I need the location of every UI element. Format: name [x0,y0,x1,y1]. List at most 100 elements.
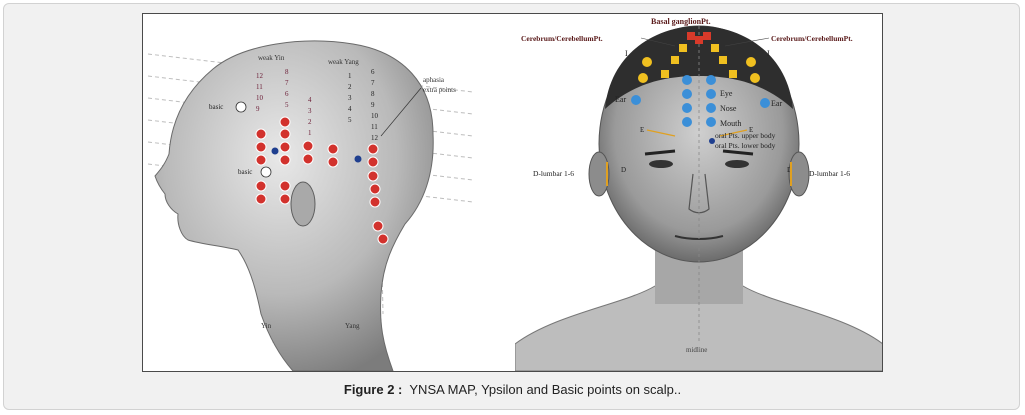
yang-bottom-label: Yang [345,322,360,330]
yin-number: 1 [308,129,312,137]
ear-right-label: Ear [771,99,782,108]
nose-label: Nose [720,104,737,113]
yang-number-column: 1 2 3 4 5 6 7 8 9 10 11 12 [348,68,379,142]
yin-number: 3 [308,107,312,115]
yin-number: 10 [256,94,264,102]
basal-ganglion-label: Basal ganglionPt. [651,17,711,26]
red-acupoint [377,233,389,245]
d-left-label: D [621,166,626,174]
scalp-point [706,103,716,113]
blue-acupoint [354,155,362,163]
red-acupoint [327,156,339,168]
red-acupoint [369,196,381,208]
red-acupoint [255,154,267,166]
scalp-point [638,73,648,83]
ear-left-label: Ear [615,95,626,104]
basic-label-lower: basic [238,168,252,176]
red-acupoint [327,143,339,155]
eye-label: Eye [720,89,733,98]
scalp-point [706,117,716,127]
blue-acupoint [271,147,279,155]
scalp-point [682,75,692,85]
extra-points-label: extra points [423,86,456,94]
red-acupoint [255,193,267,205]
e-left-label: E [640,126,644,134]
basic-label-upper: basic [209,103,223,111]
red-acupoint [279,180,291,192]
oral-lower-label: oral Pts. lower body [715,141,776,150]
figure-frame: weak Yin weak Yang aphasia extra points … [142,13,883,372]
yang-number: 8 [371,90,375,98]
yin-number: 2 [308,118,312,126]
ynsa-side-map: weak Yin weak Yang aphasia extra points … [143,14,501,371]
midline-label: midline [686,346,707,354]
yang-number: 11 [371,123,378,131]
aphasia-label: aphasia [423,76,445,84]
scalp-point [687,32,695,40]
red-acupoint [367,156,379,168]
scalp-point [750,73,760,83]
yin-number: 12 [256,72,264,80]
d-right-label: D [787,166,792,174]
yin-number: 11 [256,83,263,91]
red-acupoint [255,141,267,153]
scalp-point [711,44,719,52]
scalp-point [703,32,711,40]
yin-number: 7 [285,79,289,87]
d-lumbar-left-label: D-lumbar 1-6 [533,169,574,178]
cerebrum-left-label: Cerebrum/CerebellumPt. [521,34,603,43]
red-acupoint [302,140,314,152]
yang-number: 9 [371,101,375,109]
cerebrum-right-label: Cerebrum/CerebellumPt. [771,34,853,43]
scalp-point [682,89,692,99]
scalp-point [729,70,737,78]
figure-caption: Figure 2 : YNSA MAP, Ypsilon and Basic p… [0,382,1025,397]
yang-number: 12 [371,134,379,142]
i-right-label: I [767,49,770,58]
scalp-point [679,44,687,52]
yin-number: 5 [285,101,289,109]
scalp-point [719,56,727,64]
ear-point-right [760,98,770,108]
scalp-point [706,75,716,85]
yang-number: 4 [348,105,352,113]
figure-caption-text: YNSA MAP, Ypsilon and Basic points on sc… [409,382,682,397]
weak-yang-label: weak Yang [328,58,359,66]
yang-number: 6 [371,68,375,76]
scalp-point-cluster [638,32,760,127]
red-acupoint [279,154,291,166]
yang-number: 5 [348,116,352,124]
scalp-point [746,57,756,67]
mouth-label: Mouth [720,119,741,128]
ynsa-front-map: midline Basal ganglionPt. Cerebrum/Cereb… [515,14,882,371]
figure-caption-label: Figure 2 : [343,382,403,397]
yin-bottom-label: Yin [261,322,272,330]
yang-number: 3 [348,94,352,102]
red-acupoint [279,141,291,153]
red-acupoint [367,170,379,182]
yin-number: 9 [256,105,260,113]
scalp-point [682,117,692,127]
i-left-label: I [625,49,628,58]
scalp-point [695,36,703,44]
yin-number: 4 [308,96,312,104]
yin-number-column: 12 11 10 9 8 7 6 5 4 3 2 1 [256,68,312,137]
red-acupoint [279,128,291,140]
weak-yin-label: weak Yin [258,54,285,62]
red-acupoint [302,153,314,165]
hair [605,26,793,109]
scalp-point [682,103,692,113]
d-lumbar-right-label: D-lumbar 1-6 [809,169,850,178]
red-acupoint [369,183,381,195]
yin-number: 8 [285,68,289,76]
red-acupoint [279,193,291,205]
red-acupoint [255,128,267,140]
scalp-point [661,70,669,78]
scalp-point [706,89,716,99]
yang-number: 10 [371,112,379,120]
ear-point-left [631,95,641,105]
e-right-label: E [749,126,753,134]
scalp-point [642,57,652,67]
oral-point [709,138,715,144]
red-acupoint [372,220,384,232]
